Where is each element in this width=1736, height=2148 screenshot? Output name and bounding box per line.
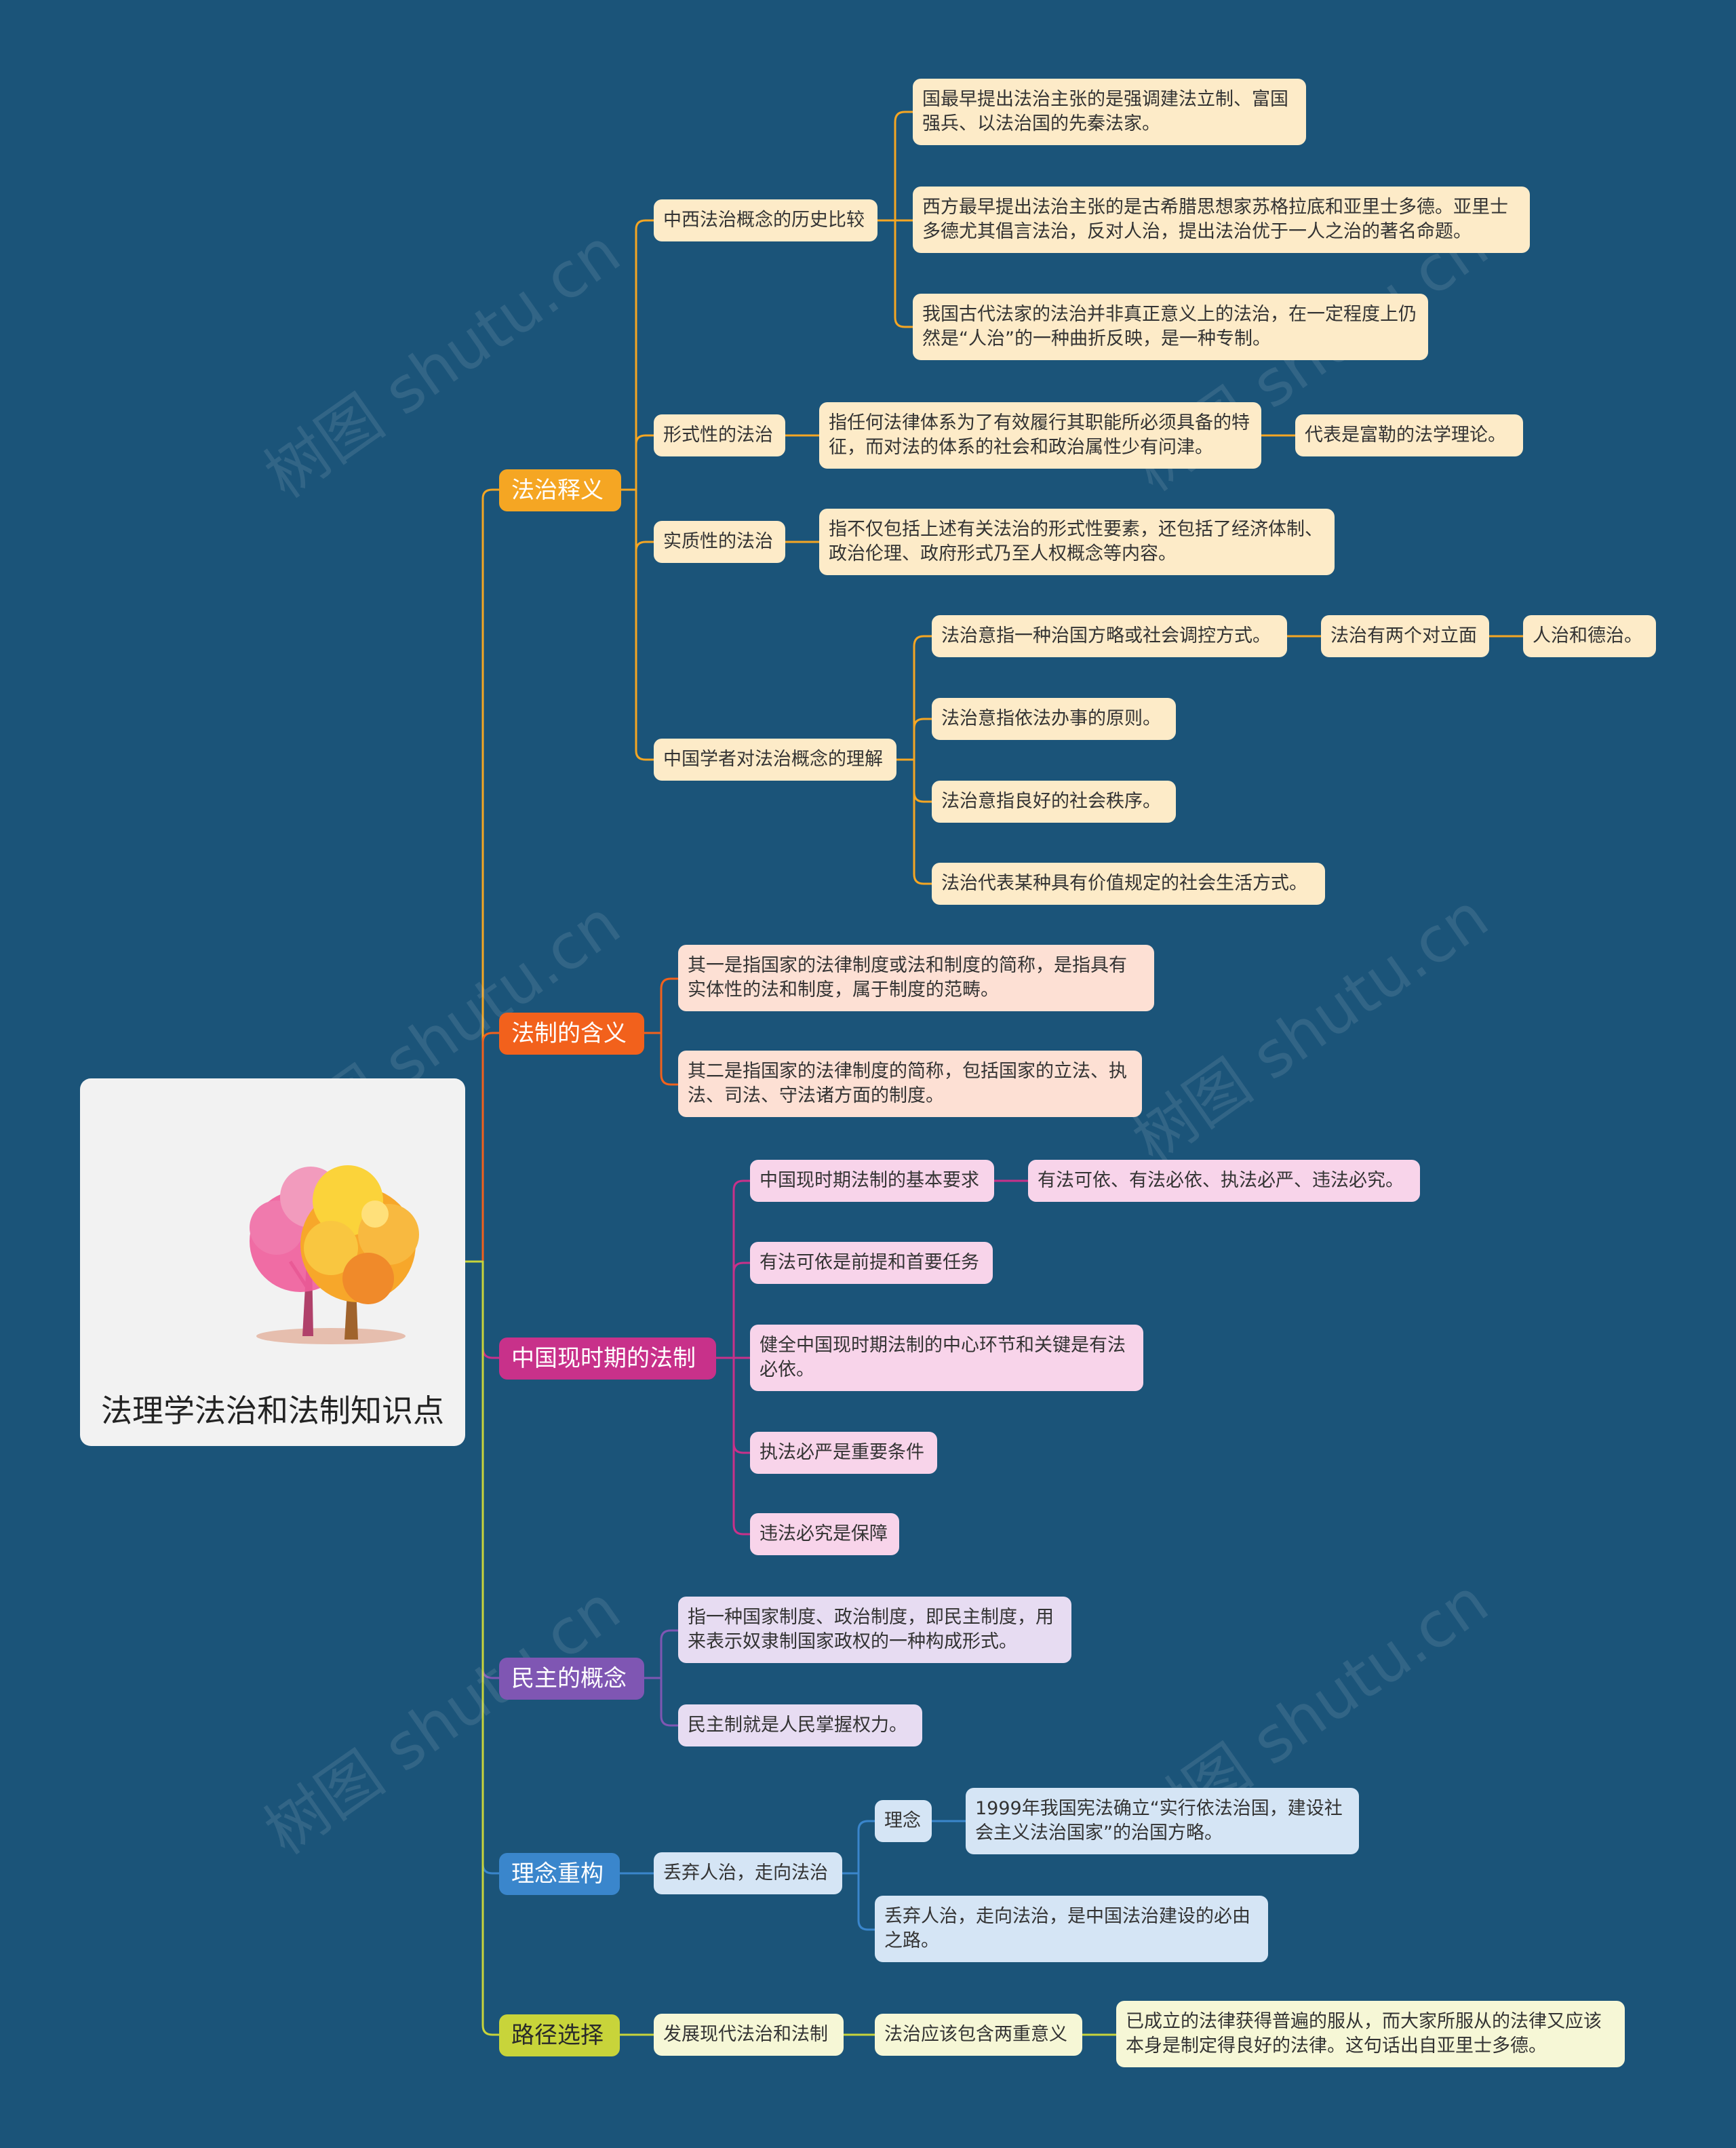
fazhi-hanyi-item-1[interactable]: 其一是指国家的法律制度或法和制度的简称，是指具有实体性的法和制度，属于制度的范畴…	[678, 945, 1154, 1011]
xianshi-basic-value[interactable]: 有法可依、有法必依、执法必严、违法必究。	[1028, 1160, 1420, 1202]
tree-icon	[250, 1165, 419, 1344]
formal-rule-node[interactable]: 形式性的法治	[654, 414, 785, 456]
substantive-rule-desc[interactable]: 指不仅包括上述有关法治的形式性要素，还包括了经济体制、政治伦理、政府形式乃至人权…	[819, 509, 1335, 575]
xianshi-item-4[interactable]: 违法必究是保障	[750, 1513, 899, 1555]
branch-minzhu[interactable]: 民主的概念	[499, 1658, 644, 1700]
scholars-node[interactable]: 中国学者对法治概念的理解	[654, 739, 896, 781]
formal-rule-desc[interactable]: 指任何法律体系为了有效履行其职能所必须具备的特征，而对法的体系的社会和政治属性少…	[819, 402, 1261, 469]
xianshi-item-2[interactable]: 健全中国现时期法制的中心环节和关键是有法必依。	[750, 1325, 1143, 1391]
substantive-rule-node[interactable]: 实质性的法治	[654, 521, 785, 563]
history-item-2[interactable]: 西方最早提出法治主张的是古希腊思想家苏格拉底和亚里士多德。亚里士多德尤其倡言法治…	[913, 187, 1530, 253]
history-compare-node[interactable]: 中西法治概念的历史比较	[654, 199, 877, 241]
fazhi-hanyi-item-2[interactable]: 其二是指国家的法律制度的简称，包括国家的立法、执法、司法、守法诸方面的制度。	[678, 1051, 1142, 1117]
opposite-node[interactable]: 法治有两个对立面	[1321, 615, 1489, 657]
scholars-item-3[interactable]: 法治意指良好的社会秩序。	[932, 781, 1176, 823]
root-title: 法理学法治和法制知识点	[101, 1392, 444, 1429]
root-node[interactable]: 法理学法治和法制知识点	[80, 1078, 465, 1446]
branch-linian[interactable]: 理念重构	[499, 1853, 620, 1895]
xianshi-basic-node[interactable]: 中国现时期法制的基本要求	[750, 1160, 994, 1202]
linian-road[interactable]: 丢弃人治，走向法治，是中国法治建设的必由之路。	[875, 1896, 1268, 1962]
formal-rule-rep[interactable]: 代表是富勒的法学理论。	[1295, 414, 1523, 456]
opposite-value[interactable]: 人治和德治。	[1523, 615, 1656, 657]
minzhu-item-1[interactable]: 指一种国家制度、政治制度，即民主制度，用来表示奴隶制国家政权的一种构成形式。	[678, 1597, 1071, 1663]
xianshi-item-1[interactable]: 有法可依是前提和首要任务	[750, 1242, 993, 1284]
linian-child[interactable]: 丢弃人治，走向法治	[654, 1852, 842, 1894]
minzhu-item-2[interactable]: 民主制就是人民掌握权力。	[678, 1704, 922, 1746]
lujing-child[interactable]: 发展现代法治和法制	[654, 2014, 844, 2056]
history-item-1[interactable]: 国最早提出法治主张的是强调建法立制、富国强兵、以法治国的先秦法家。	[913, 79, 1306, 145]
history-item-3[interactable]: 我国古代法家的法治并非真正意义上的法治，在一定程度上仍然是“人治”的一种曲折反映…	[913, 294, 1428, 360]
branch-lujing[interactable]: 路径选择	[499, 2014, 620, 2056]
linian-idea[interactable]: 理念	[875, 1800, 932, 1842]
lujing-value[interactable]: 已成立的法律获得普遍的服从，而大家所服从的法律又应该本身是制定得良好的法律。这句…	[1116, 2001, 1625, 2067]
branch-fazhi-hanyi[interactable]: 法制的含义	[499, 1013, 644, 1055]
scholars-item-2[interactable]: 法治意指依法办事的原则。	[932, 698, 1176, 740]
branch-xianshi[interactable]: 中国现时期的法制	[499, 1337, 716, 1380]
lujing-grand[interactable]: 法治应该包含两重意义	[875, 2014, 1082, 2056]
scholars-item-4[interactable]: 法治代表某种具有价值规定的社会生活方式。	[932, 863, 1325, 905]
branch-fazhi-shiyi[interactable]: 法治释义	[499, 469, 621, 511]
scholars-item-1[interactable]: 法治意指一种治国方略或社会调控方式。	[932, 615, 1287, 657]
linian-idea-value[interactable]: 1999年我国宪法确立“实行依法治国，建设社会主义法治国家”的治国方略。	[966, 1788, 1359, 1854]
xianshi-item-3[interactable]: 执法必严是重要条件	[750, 1432, 937, 1474]
